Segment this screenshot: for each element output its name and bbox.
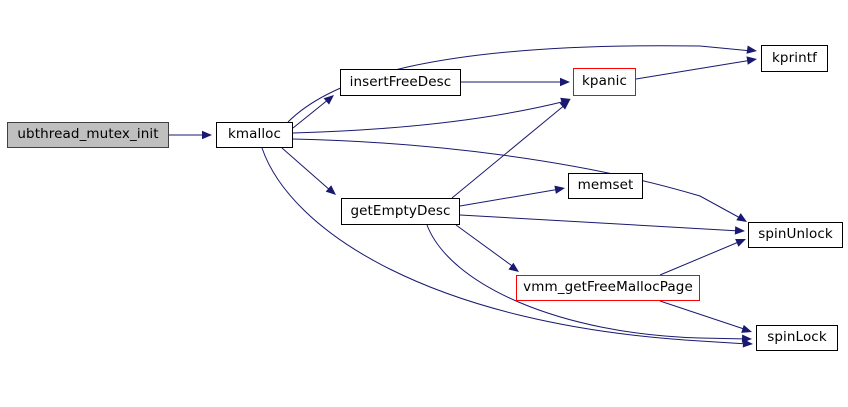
arrowhead-getEmptyDesc-to-kpanic xyxy=(559,100,570,110)
arrowhead-kmalloc-to-kpanic xyxy=(560,97,571,106)
arrowhead-getEmptyDesc-to-memset xyxy=(554,185,565,194)
graph-node-label: getEmptyDesc xyxy=(350,202,451,219)
edge-getEmptyDesc-to-kpanic xyxy=(451,103,567,199)
edge-kmalloc-to-spinLock xyxy=(261,147,749,345)
graph-node-label: memset xyxy=(577,177,634,194)
graph-node-kpanic[interactable]: kpanic xyxy=(573,68,636,96)
edge-getEmptyDesc-to-memset xyxy=(459,188,561,207)
edge-getEmptyDesc-to-vmm_getFreeMallocPage xyxy=(455,224,516,269)
graph-node-kprintf[interactable]: kprintf xyxy=(761,45,828,72)
graph-node-kmalloc[interactable]: kmalloc xyxy=(216,122,293,148)
arrowhead-kmalloc-to-spinLock xyxy=(742,339,753,348)
graph-node-vmm_getFreeMallocPage[interactable]: vmm_getFreeMallocPage xyxy=(516,275,700,301)
graph-node-label: kmalloc xyxy=(227,126,282,143)
graph-node-spinUnlock[interactable]: spinUnlock xyxy=(748,222,843,248)
arrowhead-kmalloc-to-getEmptyDesc xyxy=(325,185,336,195)
graph-node-label: ubthread_mutex_init xyxy=(17,126,159,143)
arrowhead-kpanic-to-kprintf xyxy=(746,56,757,65)
arrowhead-kmalloc-to-kprintf xyxy=(746,45,757,54)
arrowhead-vmm_getFreeMallocPage-to-spinLock xyxy=(741,324,752,333)
graph-node-label: kpanic xyxy=(582,73,627,90)
graph-node-memset[interactable]: memset xyxy=(568,173,643,199)
graph-node-spinLock[interactable]: spinLock xyxy=(756,325,838,351)
edge-kmalloc-to-getEmptyDesc xyxy=(281,147,332,192)
edge-getEmptyDesc-to-spinUnlock xyxy=(459,214,741,232)
arrowhead-insertFreeDesc-to-kpanic xyxy=(560,77,570,87)
edge-kpanic-to-kprintf xyxy=(635,59,753,80)
edge-kmalloc-to-kpanic xyxy=(292,100,567,134)
arrowhead-kmalloc-to-insertFreeDesc xyxy=(323,95,334,105)
graph-node-insertFreeDesc[interactable]: insertFreeDesc xyxy=(340,69,461,96)
graph-node-getEmptyDesc[interactable]: getEmptyDesc xyxy=(341,198,460,225)
edge-kmalloc-to-insertFreeDesc xyxy=(292,98,330,129)
graph-node-label: spinUnlock xyxy=(758,226,833,243)
graph-node-label: vmm_getFreeMallocPage xyxy=(523,279,693,296)
arrowhead-getEmptyDesc-to-vmm_getFreeMallocPage xyxy=(508,262,519,272)
graph-node-ubthread_mutex_init: ubthread_mutex_init xyxy=(7,122,169,148)
graph-node-label: kprintf xyxy=(772,49,817,66)
edge-vmm_getFreeMallocPage-to-spinLock xyxy=(659,300,748,331)
arrowhead-getEmptyDesc-to-spinLock xyxy=(741,334,752,343)
graph-node-label: spinLock xyxy=(767,329,827,346)
arrowhead-vmm_getFreeMallocPage-to-spinUnlock xyxy=(735,239,746,247)
graph-node-label: insertFreeDesc xyxy=(349,73,452,90)
edge-vmm_getFreeMallocPage-to-spinUnlock xyxy=(659,240,742,276)
arrowhead-getEmptyDesc-to-spinUnlock xyxy=(734,226,745,235)
arrowhead-ubthread_mutex_init-to-kmalloc xyxy=(202,130,212,140)
